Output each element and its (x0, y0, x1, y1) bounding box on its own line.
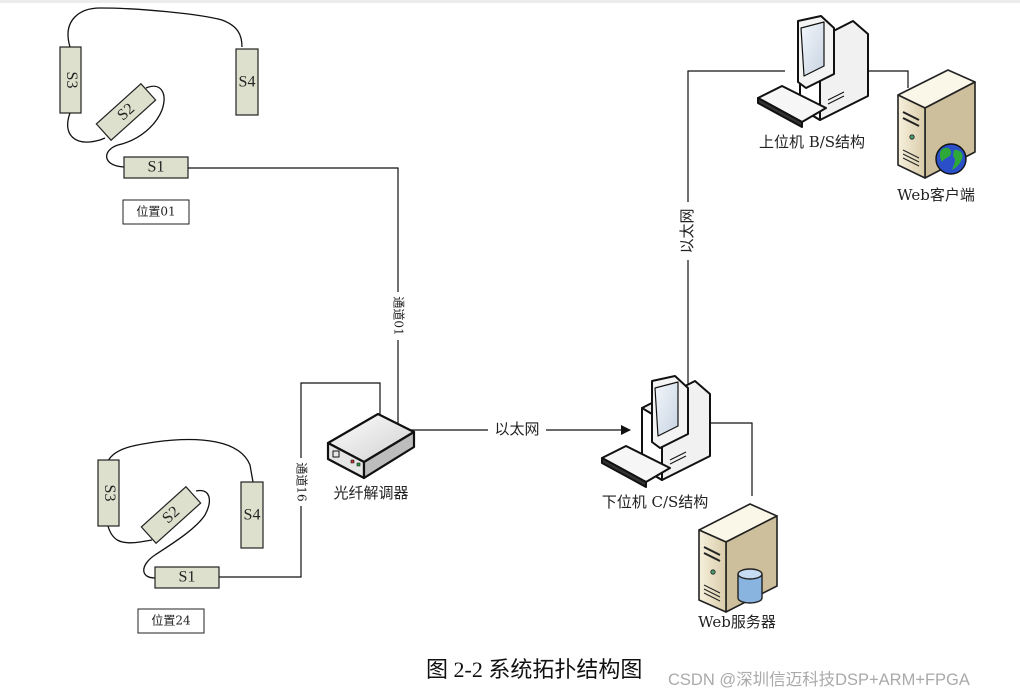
demodulator-icon (326, 412, 416, 480)
upper-pc-to-client-line (858, 70, 909, 88)
watermark: CSDN @深圳信迈科技DSP+ARM+FPGA (668, 671, 970, 689)
sensor-s4 (235, 48, 259, 116)
globe-icon (935, 143, 967, 175)
location-01-group: S3 S4 S2 S1 位置01 (59, 7, 259, 225)
sensor-s3 (59, 46, 82, 114)
sensor-label-s3: S3 (63, 72, 80, 89)
location-label-box (137, 608, 205, 634)
location-label-box (122, 199, 190, 225)
figure-caption: 图 2-2 系统拓扑结构图 (426, 657, 643, 682)
upper-pc-label: 上位机 B/S结构 (759, 133, 865, 151)
sensor-s4 (240, 481, 264, 549)
fiber-loop (106, 85, 165, 168)
lower-pc-label: 下位机 C/S结构 (602, 493, 709, 511)
channel-16-label: 通道16 (295, 462, 309, 501)
web-client-label: Web客户端 (897, 186, 975, 204)
sensor-label-s1: S1 (179, 569, 196, 586)
sensor-label-s3: S3 (101, 485, 118, 502)
database-icon (737, 568, 763, 604)
web-server-label: Web服务器 (698, 613, 776, 631)
ethernet-line-vertical (687, 70, 785, 384)
upper-pc-icon (757, 15, 869, 128)
sensor-label-s1: S1 (148, 159, 165, 176)
sensor-label-s4: S4 (239, 74, 256, 91)
channel-01-line (188, 167, 399, 423)
sensor-s3 (97, 459, 120, 527)
demodulator-label: 光纤解调器 (333, 484, 408, 502)
fiber-loop (107, 438, 254, 483)
location-label: 位置24 (151, 613, 191, 628)
fiber-loop (107, 525, 153, 544)
ethernet-label-vertical: 以太网 (678, 208, 696, 253)
sensor-s2 (95, 82, 157, 142)
sensor-s2 (140, 485, 202, 545)
channel-16-line (219, 382, 381, 578)
location-24-group: S3 S4 S2 S1 位置24 (97, 438, 264, 634)
location-label: 位置01 (136, 204, 175, 219)
fiber-loop (67, 7, 243, 48)
top-band (0, 0, 1020, 3)
channel-01-label: 通道01 (392, 296, 406, 335)
lower-pc-to-server-line (710, 422, 753, 496)
sensor-label-s4: S4 (244, 507, 261, 524)
ethernet-label-horizontal: 以太网 (494, 420, 539, 438)
lower-pc-icon (601, 375, 711, 488)
fiber-loop (143, 489, 211, 579)
fiber-loop (67, 112, 106, 143)
